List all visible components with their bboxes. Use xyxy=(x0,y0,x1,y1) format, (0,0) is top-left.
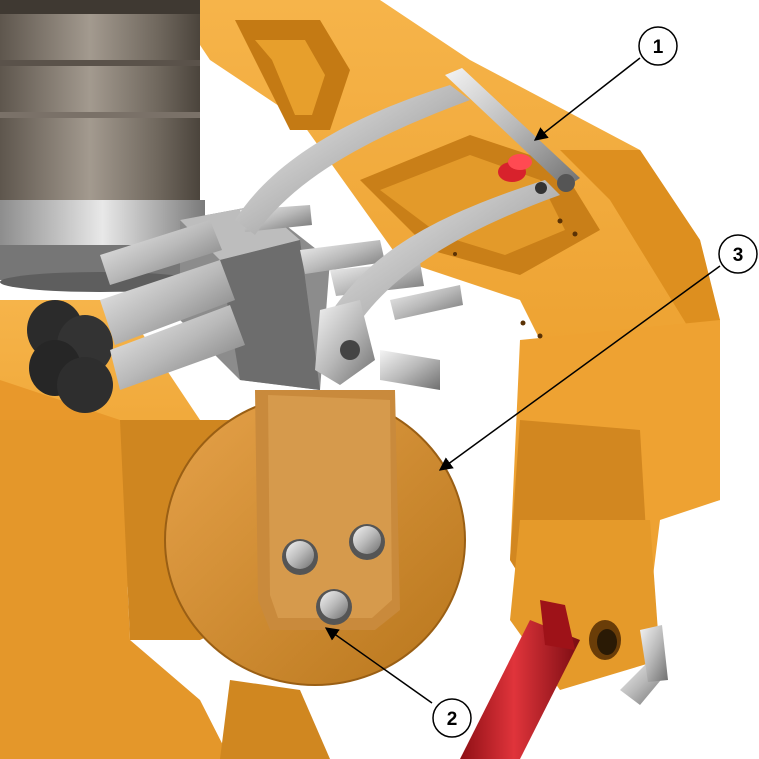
callout-1-label: 1 xyxy=(653,37,664,58)
arrow-icon xyxy=(438,265,721,471)
coupling-cap xyxy=(27,300,113,413)
bolt xyxy=(349,524,385,560)
bolt xyxy=(282,539,318,575)
release-lever xyxy=(235,68,580,385)
callout-3-label: 3 xyxy=(733,245,744,266)
callout-1: 1 xyxy=(533,26,678,141)
column xyxy=(0,0,212,292)
callout-2: 2 xyxy=(324,627,472,738)
arrow-icon xyxy=(533,57,641,141)
callout-2-label: 2 xyxy=(447,709,458,730)
hydraulic-manifold xyxy=(27,205,463,413)
bolt-bracket xyxy=(255,390,400,630)
callout-3: 3 xyxy=(438,234,758,471)
arrow-icon xyxy=(324,627,433,704)
hydraulic-cylinder xyxy=(460,600,668,759)
bolt xyxy=(316,589,352,625)
